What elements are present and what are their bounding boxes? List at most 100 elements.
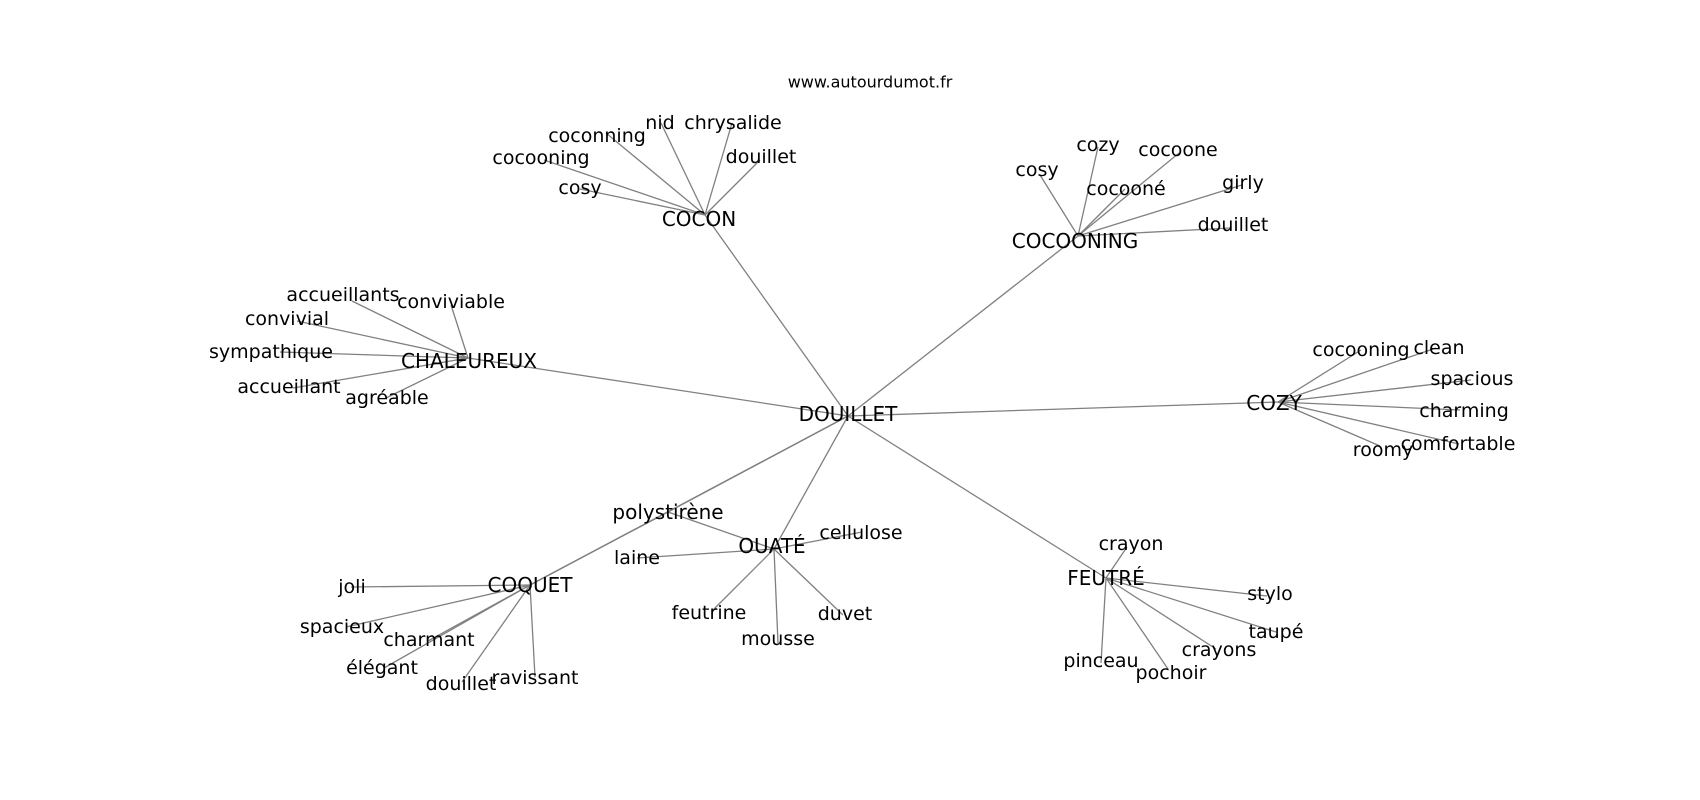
edge-chaleureux-1 — [450, 304, 469, 359]
word-cocon-5[interactable]: cosy — [558, 177, 601, 199]
word-ouate-2[interactable]: feutrine — [672, 602, 747, 624]
edge-ouate-4 — [773, 548, 779, 644]
site-url: www.autourdumot.fr — [788, 73, 953, 92]
word-cocon-4[interactable]: douillet — [726, 146, 797, 168]
word-cozy-5[interactable]: roomy — [1353, 439, 1413, 461]
word-cocon-0[interactable]: coconning — [548, 125, 646, 147]
hub-ouate[interactable]: OUATÉ — [738, 534, 805, 558]
word-coquet-0[interactable]: joli — [337, 576, 365, 598]
edge-chaleureux-4 — [292, 357, 469, 389]
word-cozy-0[interactable]: cocooning — [1312, 339, 1409, 361]
word-cocooning-5[interactable]: douillet — [1198, 214, 1269, 236]
edge-ouate-2 — [711, 548, 775, 612]
word-coquet-5[interactable]: ravissant — [492, 667, 579, 689]
edge-cozy-3 — [1277, 401, 1461, 411]
word-coquet-2[interactable]: charmant — [383, 629, 474, 651]
edge-ouate-3 — [773, 548, 844, 616]
edge-feutre-5 — [1105, 577, 1169, 670]
word-cocon-1[interactable]: nid — [645, 112, 674, 134]
edge-cocooning-0 — [1077, 146, 1099, 237]
edge-cocooning-4 — [1077, 184, 1243, 237]
word-cocooning-3[interactable]: cocooné — [1086, 178, 1166, 200]
edge-cocon-0 — [605, 132, 706, 216]
word-cocooning-2[interactable]: cosy — [1015, 159, 1058, 181]
word-coquet-4[interactable]: douillet — [426, 673, 497, 695]
word-feutre-0[interactable]: crayon — [1099, 533, 1164, 555]
edge-cocon-2 — [704, 122, 733, 216]
edge-coquet-4 — [461, 584, 531, 683]
word-coquet-3[interactable]: élégant — [346, 657, 418, 679]
edge-polystirene-ouate — [667, 511, 775, 550]
edge-ouate-0 — [773, 531, 863, 550]
edge-center-cocon — [704, 214, 849, 417]
word-cozy-4[interactable]: comfortable — [1401, 433, 1516, 455]
word-cozy-3[interactable]: charming — [1419, 400, 1509, 422]
edge-feutre-3 — [1105, 577, 1217, 650]
word-cocon-2[interactable]: chrysalide — [684, 112, 781, 134]
edge-cocooning-3 — [1077, 188, 1126, 237]
edge-coquet-5 — [529, 584, 536, 678]
word-ouate-1[interactable]: laine — [614, 547, 660, 569]
hub-coquet[interactable]: COQUET — [488, 573, 574, 597]
edge-coquet-0 — [350, 584, 531, 588]
word-feutre-5[interactable]: pochoir — [1136, 662, 1207, 684]
edge-cozy-5 — [1277, 401, 1381, 447]
edge-cocooning-1 — [1077, 152, 1180, 237]
word-feutre-3[interactable]: crayons — [1182, 639, 1257, 661]
hub-polystirene[interactable]: polystirène — [612, 500, 723, 524]
edge-feutre-0 — [1105, 546, 1128, 579]
word-chaleureux-1[interactable]: conviviable — [397, 291, 505, 313]
word-ouate-3[interactable]: duvet — [818, 603, 873, 625]
edge-chaleureux-3 — [279, 351, 469, 359]
edge-chaleureux-0 — [351, 300, 469, 359]
center-word[interactable]: DOUILLET — [799, 402, 899, 426]
edge-cocooning-2 — [1039, 174, 1079, 237]
edge-coquet-1 — [345, 584, 531, 628]
hub-cocon[interactable]: COCON — [662, 207, 736, 231]
word-chaleureux-5[interactable]: agréable — [345, 387, 428, 409]
hub-cozy[interactable]: COZY — [1246, 391, 1302, 415]
edge-feutre-1 — [1105, 577, 1268, 597]
graph-edges — [279, 122, 1472, 683]
edge-cocon-4 — [704, 159, 761, 216]
word-chaleureux-4[interactable]: accueillant — [237, 376, 340, 398]
word-ouate-4[interactable]: mousse — [741, 628, 815, 650]
hub-feutre[interactable]: FEUTRÉ — [1067, 566, 1145, 590]
edge-cozy-4 — [1277, 401, 1460, 445]
edge-coquet-3 — [383, 584, 531, 669]
word-cocon-3[interactable]: cocooning — [492, 147, 589, 169]
edge-feutre-2 — [1105, 577, 1277, 633]
edge-cocon-3 — [543, 159, 706, 216]
edge-center-ouate — [773, 415, 849, 550]
edge-center-chaleureux — [467, 357, 849, 417]
edge-center-cocooning — [847, 235, 1079, 417]
word-cozy-2[interactable]: spacious — [1431, 368, 1514, 390]
word-coquet-1[interactable]: spacieux — [300, 616, 384, 638]
edge-cozy-2 — [1277, 379, 1472, 403]
edge-chaleureux-5 — [385, 357, 469, 399]
word-cocooning-0[interactable]: cozy — [1076, 134, 1119, 156]
word-chaleureux-3[interactable]: sympathique — [209, 341, 333, 363]
word-feutre-4[interactable]: pinceau — [1063, 650, 1138, 672]
word-cocooning-4[interactable]: girly — [1222, 172, 1264, 194]
edge-feutre-4 — [1100, 577, 1107, 664]
word-cocooning-1[interactable]: cocoone — [1138, 139, 1218, 161]
hub-chaleureux[interactable]: CHALEUREUX — [401, 349, 537, 373]
edge-polystirene-coquet — [529, 511, 669, 586]
edge-center-cozy — [847, 401, 1279, 417]
edge-cocon-5 — [579, 188, 706, 216]
hub-cocooning[interactable]: COCOONING — [1012, 229, 1138, 253]
word-chaleureux-0[interactable]: accueillants — [286, 284, 399, 306]
edge-cocooning-5 — [1077, 227, 1231, 237]
word-ouate-0[interactable]: cellulose — [819, 522, 902, 544]
edge-chaleureux-2 — [296, 320, 469, 359]
word-feutre-1[interactable]: stylo — [1247, 583, 1293, 605]
word-chaleureux-2[interactable]: convivial — [245, 308, 329, 330]
edge-center-feutre — [847, 415, 1107, 579]
edge-cozy-0 — [1277, 349, 1362, 403]
edge-ouate-1 — [636, 548, 775, 559]
word-feutre-2[interactable]: taupé — [1249, 621, 1304, 643]
word-cozy-1[interactable]: clean — [1413, 337, 1464, 359]
